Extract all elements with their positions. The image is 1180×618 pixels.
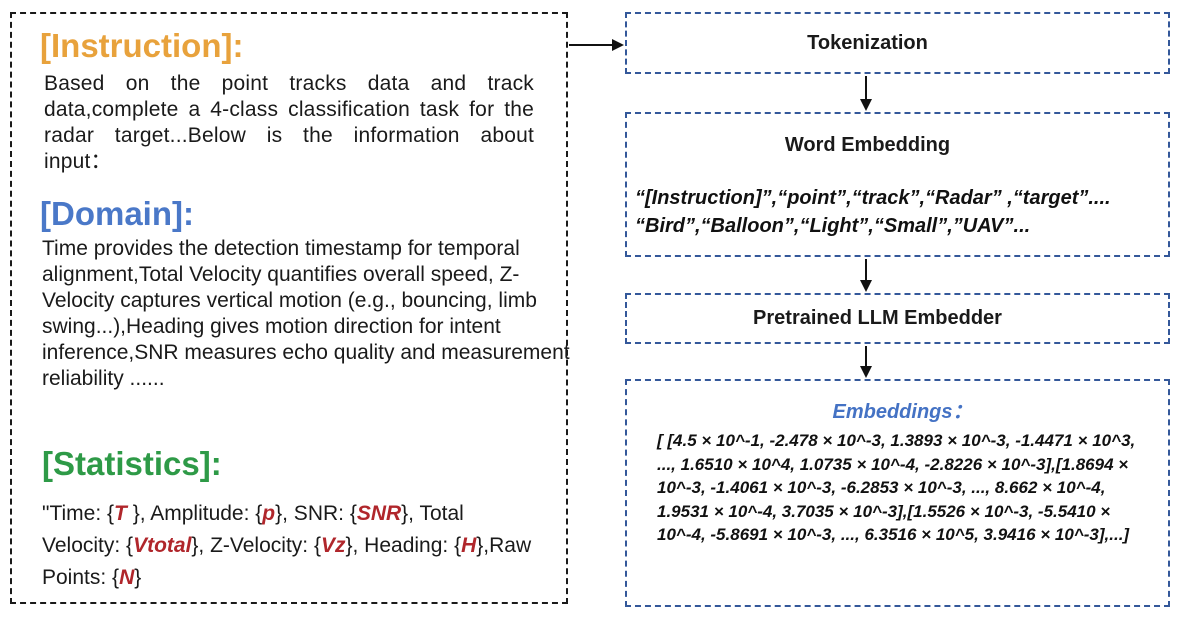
embeddings-values: [ [4.5 × 10^-1, -2.478 × 10^-3, 1.3893 ×… — [657, 431, 1136, 544]
arrow-word-embedding-to-llm — [860, 259, 872, 292]
tokenization-box: Tokenization — [625, 12, 1170, 74]
domain-text: Time provides the detection timestamp fo… — [42, 237, 570, 390]
statistics-text: "Time: {T }, Amplitude: {p}, SNR: {SNR},… — [42, 498, 542, 594]
stat-text-4: }, Total Velocity: { — [42, 502, 464, 557]
stat-text-8: } — [134, 566, 142, 589]
stat-text-7: },Raw Points: { — [42, 534, 532, 589]
stat-var-raw-points: N — [119, 566, 135, 589]
stat-var-vz: Vz — [320, 534, 346, 557]
stat-text-2: }, Amplitude: { — [126, 502, 263, 525]
word-token-line-2: “Bird”,“Balloon”,“Light”,“Small”,”UAV”..… — [635, 215, 1031, 237]
stat-var-amplitude: p — [262, 502, 276, 525]
embeddings-title: Embeddings： — [832, 401, 973, 423]
stat-var-time: T — [114, 502, 127, 525]
word-embedding-box: Word Embedding “[Instruction]”,“point”,“… — [625, 112, 1170, 257]
word-token-list: “[Instruction]”,“point”,“track”,“Radar” … — [635, 184, 1111, 240]
input-prompt-panel: [Instruction]: Based on the point tracks… — [10, 12, 570, 604]
arrow-prompt-to-tokenization — [569, 39, 624, 51]
llm-embedder-box: Pretrained LLM Embedder — [625, 293, 1170, 344]
stat-var-snr: SNR — [356, 502, 402, 525]
stat-var-vtotal: Vtotal — [133, 534, 192, 557]
instruction-header: [Instruction]: — [40, 27, 244, 64]
stat-var-heading: H — [461, 534, 477, 557]
statistics-header: [Statistics]: — [42, 445, 222, 482]
arrow-tokenization-to-word-embedding — [860, 76, 872, 111]
stat-text-6: }, Heading: { — [345, 534, 462, 557]
domain-header: [Domain]: — [40, 195, 194, 232]
stat-text-1: "Time: { — [42, 502, 115, 525]
stat-text-5: }, Z-Velocity: { — [191, 534, 321, 557]
embeddings-box: Embeddings： [ [4.5 × 10^-1, -2.478 × 10^… — [625, 379, 1170, 607]
word-token-line-1: “[Instruction]”,“point”,“track”,“Radar” … — [635, 187, 1111, 209]
tokenization-title: Tokenization — [807, 32, 928, 54]
word-embedding-title: Word Embedding — [784, 134, 951, 156]
llm-embedder-title: Pretrained LLM Embedder — [753, 307, 1002, 329]
stat-text-3: }, SNR: { — [275, 502, 357, 525]
instruction-text: Based on the point tracks data and track… — [44, 72, 534, 173]
arrow-llm-to-embeddings — [860, 346, 872, 378]
